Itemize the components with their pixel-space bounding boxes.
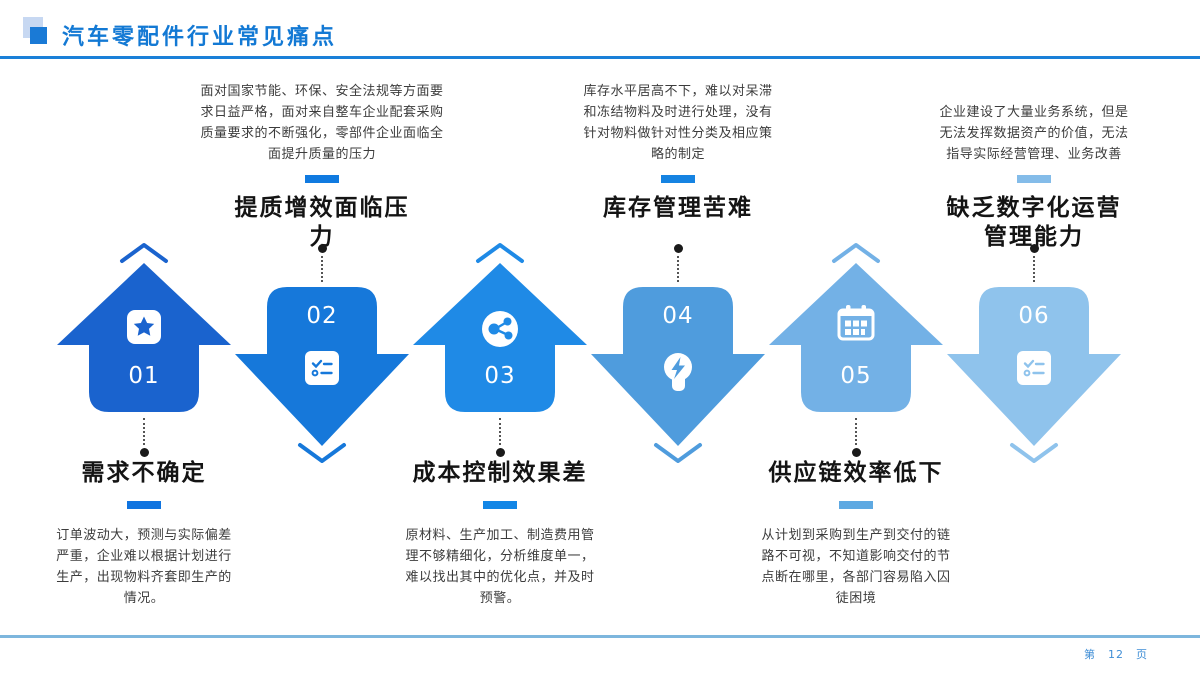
- pain-point-description: 面对国家节能、环保、安全法规等方面要求日益严格，面对来自整车企业配套采购质量要求…: [200, 83, 444, 162]
- chevron-up-icon: [476, 243, 524, 263]
- calendar-icon: [836, 304, 876, 346]
- pain-point-6: 企业建设了大量业务系统，但是无法发挥数据资产的价值，无法指导实际经营管理、业务改…: [939, 0, 1128, 675]
- pain-point-description: 原材料、生产加工、制造费用管理不够精细化，分析维度单一，难以找出其中的优化点，并…: [405, 528, 595, 607]
- pain-point-title: 需求不确定: [81, 460, 207, 486]
- pain-point-title: 库存管理苦难: [603, 195, 753, 221]
- connector-line: [499, 418, 501, 445]
- pain-point-title: 缺乏数字化运营管理能力: [946, 195, 1122, 250]
- accent-dash: [1017, 175, 1051, 183]
- page-title: 汽车零配件行业常见痛点: [62, 25, 338, 50]
- footer-divider: [0, 635, 1200, 638]
- step-number: 04: [662, 303, 694, 329]
- pain-point-description: 企业建设了大量业务系统，但是无法发挥数据资产的价值，无法指导实际经营管理、业务改…: [939, 104, 1129, 162]
- pain-point-description: 库存水平居高不下，难以对呆滞和冻结物料及时进行处理，没有针对物料做针对性分类及相…: [583, 83, 773, 162]
- title-marker: [23, 17, 69, 47]
- pain-point-5: 05 供应链效率低下 从计划到采购到生产到交付的链路不可视，不知道影响交付的节点…: [761, 0, 950, 675]
- page-number-suffix: 页: [1136, 648, 1148, 661]
- step-number: 02: [306, 303, 338, 329]
- pain-point-3: 03 成本控制效果差 原材料、生产加工、制造费用管理不够精细化，分析维度单一，难…: [405, 0, 594, 675]
- chevron-down-icon: [1010, 443, 1058, 463]
- pain-point-title: 提质增效面临压力: [234, 195, 410, 250]
- chevron-down-icon: [298, 443, 346, 463]
- connector-line: [855, 418, 857, 445]
- accent-dash: [839, 501, 873, 509]
- star-icon: [127, 310, 161, 348]
- connector-line: [321, 256, 323, 282]
- pain-point-2: 面对国家节能、环保、安全法规等方面要求日益严格，面对来自整车企业配套采购质量要求…: [200, 0, 443, 675]
- share-network-icon: [481, 310, 519, 352]
- marker-dark-square: [30, 27, 47, 44]
- accent-dash: [483, 501, 517, 509]
- pain-point-title: 成本控制效果差: [412, 460, 588, 486]
- head-lightning-icon: [659, 351, 697, 397]
- step-number: 01: [128, 363, 160, 389]
- connector-line: [1033, 256, 1035, 282]
- connector-dot: [317, 244, 327, 253]
- connector-line: [143, 418, 145, 445]
- connector-dot: [139, 448, 149, 457]
- connector-line: [677, 256, 679, 282]
- pain-point-4: 库存水平居高不下，难以对呆滞和冻结物料及时进行处理，没有针对物料做针对性分类及相…: [583, 0, 772, 675]
- connector-dot: [1029, 244, 1039, 253]
- pain-point-1: 01 需求不确定 订单波动大，预测与实际偏差严重，企业难以根据计划进行生产，出现…: [55, 0, 233, 675]
- pain-point-title: 供应链效率低下: [768, 460, 944, 486]
- checklist-icon: [1017, 351, 1051, 389]
- chevron-up-icon: [832, 243, 880, 263]
- header-divider: [0, 56, 1200, 59]
- accent-dash: [305, 175, 339, 183]
- step-number: 05: [840, 363, 872, 389]
- chevron-down-icon: [654, 443, 702, 463]
- accent-dash: [661, 175, 695, 183]
- chevron-up-icon: [120, 243, 168, 263]
- page-number-value: 12: [1108, 648, 1124, 661]
- accent-dash: [127, 501, 161, 509]
- step-number: 03: [484, 363, 516, 389]
- pain-point-description: 从计划到采购到生产到交付的链路不可视，不知道影响交付的节点断在哪里，各部门容易陷…: [761, 528, 951, 607]
- connector-dot: [495, 448, 505, 457]
- connector-dot: [673, 244, 683, 253]
- page-number-prefix: 第: [1084, 648, 1096, 661]
- page-number: 第 12 页: [1084, 646, 1148, 662]
- pain-point-description: 订单波动大，预测与实际偏差严重，企业难以根据计划进行生产，出现物料齐套即生产的情…: [56, 528, 232, 607]
- checklist-icon: [305, 351, 339, 389]
- connector-dot: [851, 448, 861, 457]
- step-number: 06: [1018, 303, 1050, 329]
